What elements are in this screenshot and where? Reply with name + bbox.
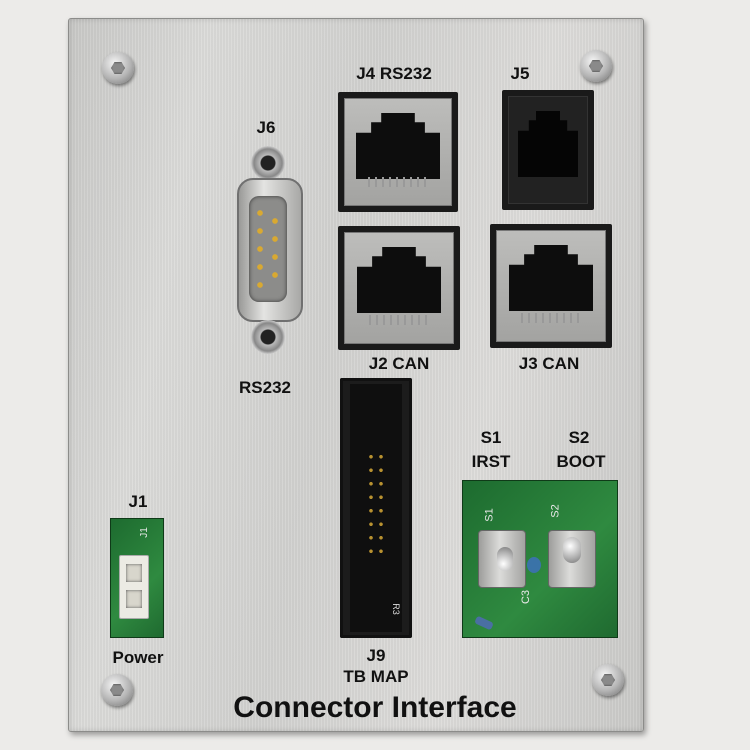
resistor-r: [474, 615, 494, 631]
j3-rj45-port[interactable]: [490, 224, 612, 348]
j1-pcb: J1: [110, 518, 164, 638]
pcb-silkscreen-c3: C3: [520, 589, 533, 605]
j4-rj45-port[interactable]: [338, 92, 458, 212]
j1-label: J1: [128, 492, 148, 511]
screw-bottom-left-icon: [101, 674, 133, 706]
s1-irst-toggle-switch[interactable]: [478, 530, 526, 588]
j9-pins: [366, 450, 386, 560]
db9-connector[interactable]: [233, 140, 305, 358]
s1-lever: [497, 547, 513, 571]
screw-top-left-icon: [102, 52, 134, 84]
s2-lever: [563, 537, 581, 563]
j9-silkscreen-r3: R3: [390, 603, 401, 615]
j2-label: J2 CAN: [368, 354, 430, 373]
db9-screw-bottom-icon: [251, 320, 285, 354]
s2-boot-toggle-switch[interactable]: [548, 530, 596, 588]
rs232-label: RS232: [239, 378, 291, 397]
db9-screw-top-icon: [251, 146, 285, 180]
j1-silkscreen: J1: [138, 527, 150, 538]
j5-label: J5: [510, 64, 530, 83]
tb-map-label: TB MAP: [343, 667, 409, 686]
power-label: Power: [112, 648, 164, 667]
j4-label: J4 RS232: [356, 64, 432, 83]
screw-top-right-icon: [580, 50, 612, 82]
pcb-silkscreen-s2: S2: [549, 504, 562, 518]
s1-label: S1: [480, 428, 502, 447]
s2-label: S2: [568, 428, 590, 447]
capacitor-c3: [527, 557, 541, 573]
irst-label: IRST: [471, 452, 511, 471]
j3-label: J3 CAN: [518, 354, 580, 373]
screw-bottom-right-icon: [592, 664, 624, 696]
j5-rj-port[interactable]: [502, 90, 594, 210]
boot-label: BOOT: [556, 452, 606, 471]
j2-rj45-port[interactable]: [338, 226, 460, 350]
j9-pin-header[interactable]: R3: [340, 378, 412, 638]
panel-title: Connector Interface: [233, 691, 517, 724]
pcb-silkscreen-s1: S1: [483, 508, 496, 522]
j9-label: J9: [366, 646, 386, 665]
j6-label: J6: [256, 118, 276, 137]
db9-pins: [249, 196, 287, 302]
j1-power-connector[interactable]: [119, 555, 149, 619]
